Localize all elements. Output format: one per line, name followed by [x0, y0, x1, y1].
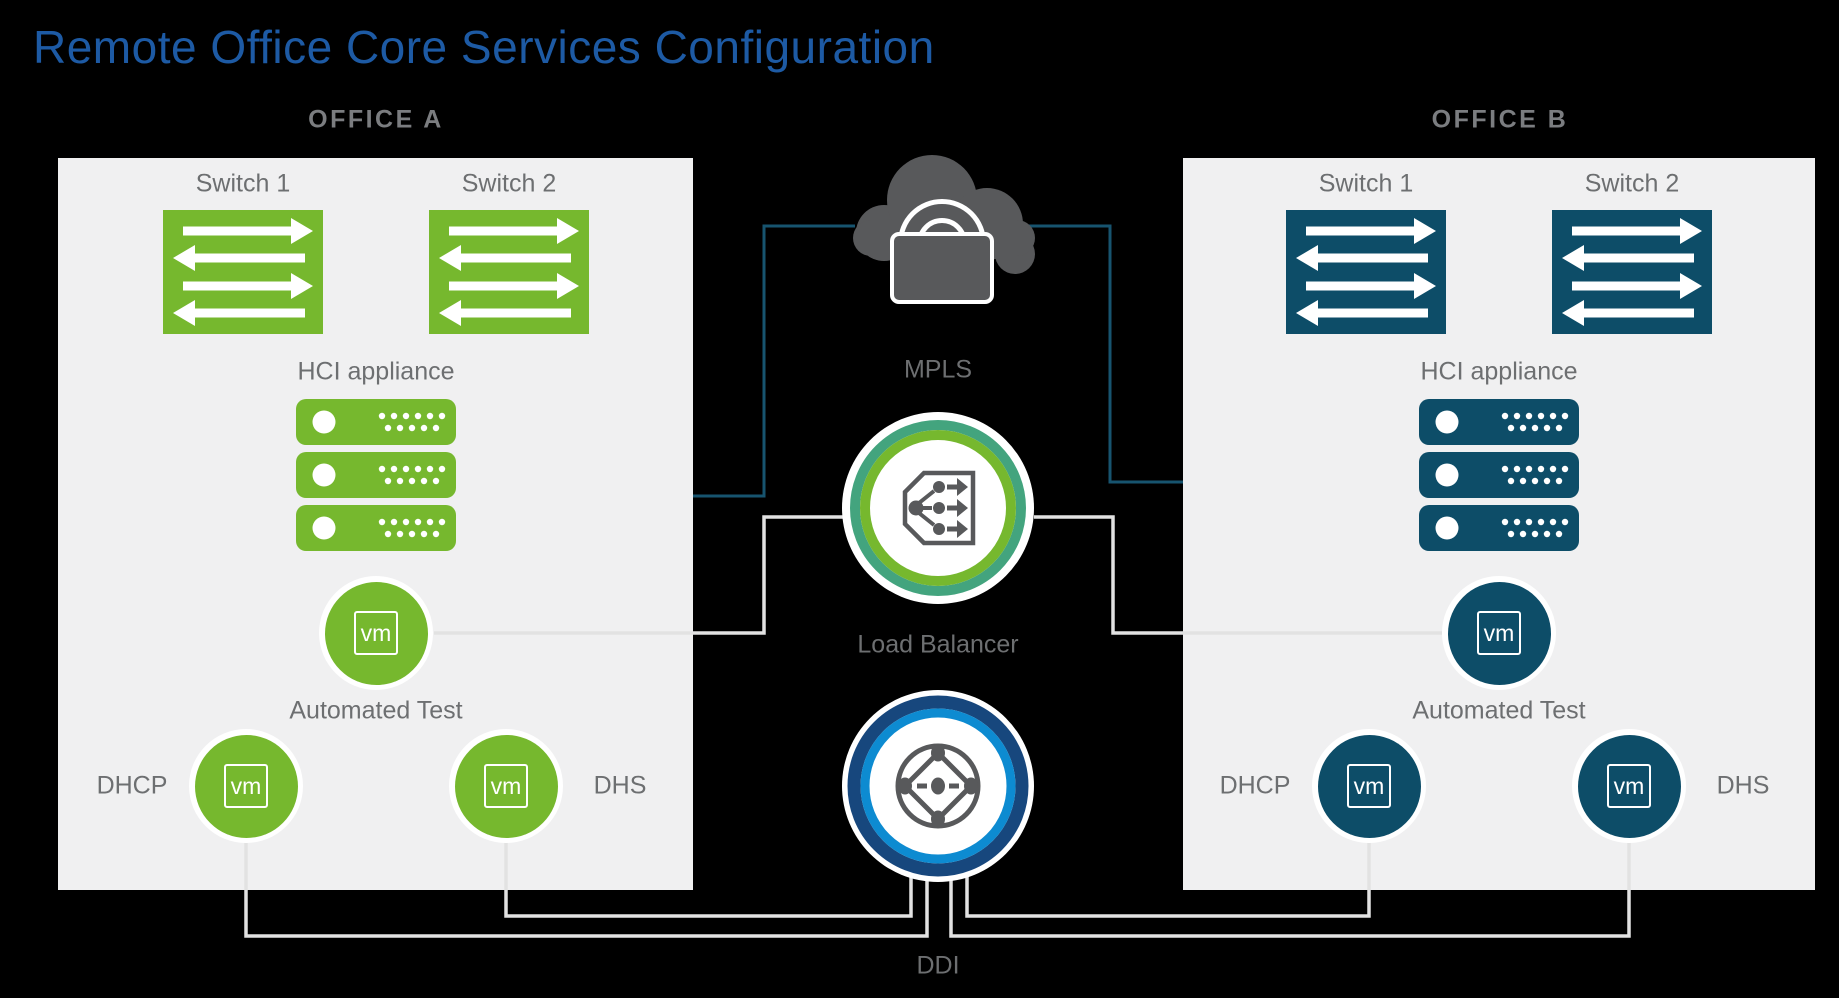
- vm-icon: vm: [324, 581, 428, 685]
- office-b-switch-1-label: Switch 1: [1318, 169, 1414, 198]
- line-dhcp-a-to-ddi: [244, 843, 929, 938]
- line-dhcp-b-to-ddi: [965, 843, 1371, 918]
- office-a-dhs-vm: vm: [449, 729, 563, 843]
- office-a-dhcp-label: DHCP: [96, 771, 168, 800]
- office-b-automated-test-label: Automated Test: [1412, 696, 1586, 725]
- line-dhs-a-to-ddi: [504, 843, 913, 918]
- office-b-hci-label: HCI appliance: [1420, 357, 1578, 386]
- office-a-switch-2-icon: [429, 210, 589, 334]
- vm-icon: vm: [194, 734, 298, 838]
- office-a-hci-server-2: [296, 452, 456, 498]
- line-dhs-b-to-ddi: [949, 843, 1631, 938]
- office-a-title: OFFICE A: [308, 105, 444, 134]
- vm-badge: vm: [1607, 764, 1651, 808]
- office-a-dhs-label: DHS: [593, 771, 647, 800]
- office-b-title: OFFICE B: [1431, 105, 1569, 134]
- office-a-automated-test-label: Automated Test: [289, 696, 463, 725]
- mpls-cloud-lock-icon: [853, 155, 1035, 304]
- office-b-switch-1-icon: [1286, 210, 1446, 334]
- vm-badge: vm: [354, 611, 398, 655]
- office-b-switch-2-icon: [1552, 210, 1712, 334]
- office-b-dhcp-label: DHCP: [1219, 771, 1291, 800]
- office-b-dhcp-vm: vm: [1312, 729, 1426, 843]
- ddi-label: DDI: [916, 951, 960, 980]
- vm-badge: vm: [224, 764, 268, 808]
- office-b-hci-server-1: [1419, 399, 1579, 445]
- office-b-dhs-vm: vm: [1572, 729, 1686, 843]
- lock-body: [890, 232, 994, 304]
- load-balancer-label: Load Balancer: [857, 630, 1019, 659]
- mpls-label: MPLS: [903, 355, 973, 384]
- load-balancer-icon: [842, 412, 1034, 604]
- office-a-switch-1-label: Switch 1: [195, 169, 291, 198]
- office-a-automated-test-vm: vm: [319, 576, 433, 690]
- page-title: Remote Office Core Services Configuratio…: [33, 21, 935, 73]
- vm-badge: vm: [484, 764, 528, 808]
- office-b-hci-server-3: [1419, 505, 1579, 551]
- vm-icon: vm: [1317, 734, 1421, 838]
- vm-badge: vm: [1347, 764, 1391, 808]
- line-load-balancer-to-automated-test-b: [1034, 515, 1443, 635]
- office-a-hci-server-3: [296, 505, 456, 551]
- line-mpls-to-office-b: [1020, 224, 1183, 484]
- office-b-switch-2-label: Switch 2: [1584, 169, 1680, 198]
- office-a-hci-server-1: [296, 399, 456, 445]
- office-a-dhcp-vm: vm: [189, 729, 303, 843]
- office-a-hci-label: HCI appliance: [297, 357, 455, 386]
- vm-badge: vm: [1477, 611, 1521, 655]
- lock-shackle: [903, 204, 981, 244]
- office-b-hci-server-2: [1419, 452, 1579, 498]
- ddi-icon: [842, 690, 1034, 882]
- vm-icon: vm: [1577, 734, 1681, 838]
- line-automated-test-a-to-load-balancer: [434, 515, 843, 635]
- vm-icon: vm: [454, 734, 558, 838]
- office-a-switch-1-icon: [163, 210, 323, 334]
- office-b-automated-test-vm: vm: [1442, 576, 1556, 690]
- office-b-dhs-label: DHS: [1716, 771, 1770, 800]
- office-a-switch-2-label: Switch 2: [461, 169, 557, 198]
- line-office-a-to-mpls: [693, 224, 855, 498]
- vm-icon: vm: [1447, 581, 1551, 685]
